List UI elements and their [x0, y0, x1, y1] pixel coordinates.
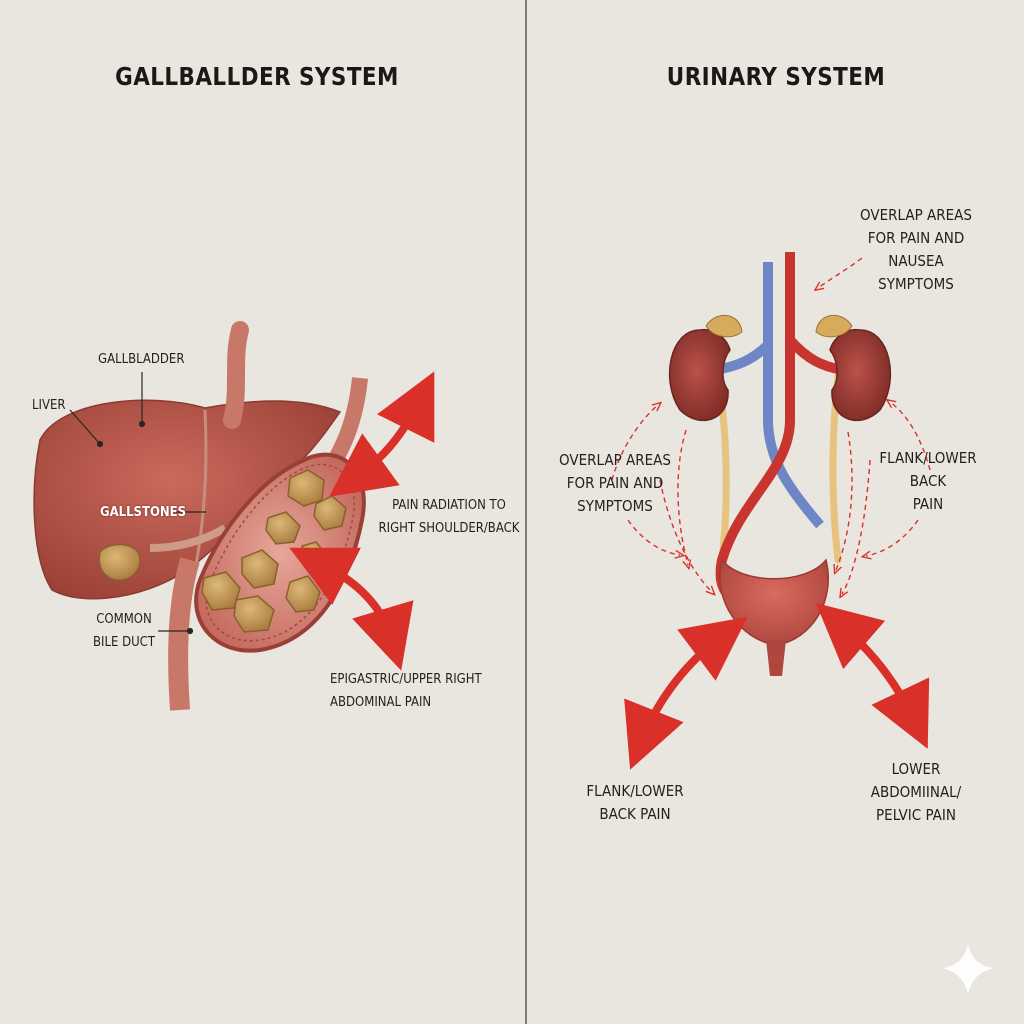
- label-common-bile-duct: COMMON BILE DUCT: [93, 612, 155, 650]
- dashed-arrows: [611, 257, 931, 594]
- label-overlap-symptoms: OVERLAP AREAS FOR PAIN AND SYMPTOMS: [559, 451, 671, 515]
- aorta: [715, 252, 844, 610]
- left-leader-lines: [69, 372, 206, 635]
- label-flank-lower: FLANK/LOWER BACK PAIN: [586, 782, 684, 823]
- kidneys: [668, 315, 892, 421]
- left-title: GALLBALLDER SYSTEM: [115, 62, 399, 91]
- label-overlap-nausea: OVERLAP AREAS FOR PAIN AND NAUSEA SYMPTO…: [860, 206, 972, 293]
- label-liver: LIVER: [32, 398, 66, 413]
- right-pain-arrows: [624, 603, 930, 770]
- sparkle-icon: [942, 944, 994, 994]
- label-epigastric: EPIGASTRIC/UPPER RIGHT ABDOMINAL PAIN: [330, 672, 482, 710]
- label-flank-upper: FLANK/LOWER BACK PAIN: [879, 449, 977, 513]
- label-gallstones: GALLSTONES: [100, 505, 187, 520]
- bladder: [719, 558, 830, 676]
- label-pain-radiation: PAIN RADIATION TO RIGHT SHOULDER/BACK: [378, 498, 520, 536]
- right-title: URINARY SYSTEM: [666, 62, 886, 91]
- label-pelvic: LOWER ABDOMIINAL/ PELVIC PAIN: [870, 760, 962, 824]
- label-gallbladder: GALLBLADDER: [98, 352, 185, 367]
- left-pain-arrows: [289, 371, 435, 671]
